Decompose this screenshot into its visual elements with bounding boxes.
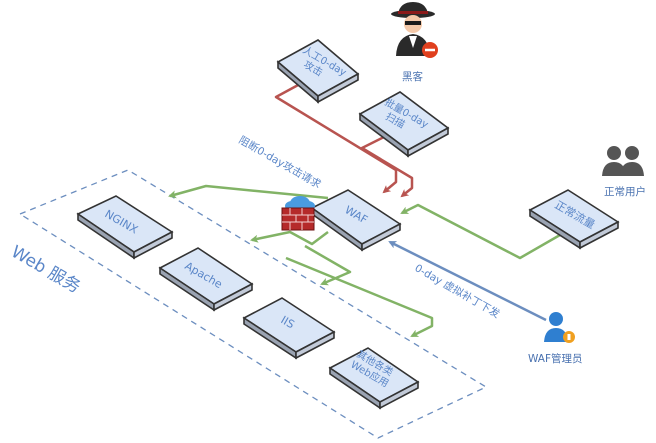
block-request-label: 阻断0-day攻击请求 [237, 133, 324, 191]
waf-to-apache-flow [250, 230, 329, 246]
virtual-patch-flow [388, 240, 547, 322]
web-services-group [18, 169, 488, 439]
normal-traffic-box: 正常流量 [528, 189, 620, 250]
hacker-label: 黑客 [402, 70, 423, 83]
nginx-box: NGINX [76, 195, 174, 260]
apache-box: Apache [158, 247, 254, 312]
iis-label: IIS [279, 313, 297, 331]
batch-scan-box: 批量0-day 扫描 [358, 91, 450, 158]
waf-box: WAF [310, 189, 402, 252]
batch-scan-flow [360, 135, 414, 198]
waf-admin-label: WAF管理员 [528, 352, 583, 365]
normal-users-label: 正常用户 [604, 185, 646, 198]
manual-attack-box: 人工0-day 攻击 [276, 39, 360, 104]
firewall-icon [281, 196, 315, 231]
waf-to-other-web-flow [285, 256, 434, 338]
waf-to-nginx-flow [168, 184, 329, 200]
users-icon [602, 146, 644, 176]
normal-traffic-flow [400, 203, 561, 260]
iis-box: IIS [242, 297, 336, 360]
other-web-box: 其他各类 Web应用 [328, 347, 420, 410]
manual-attack-flow [274, 82, 398, 194]
web-services-label: Web 服务 [8, 242, 84, 298]
hacker-icon [391, 2, 438, 58]
admin-icon [544, 312, 575, 343]
waf-to-iis-flow [304, 244, 352, 286]
